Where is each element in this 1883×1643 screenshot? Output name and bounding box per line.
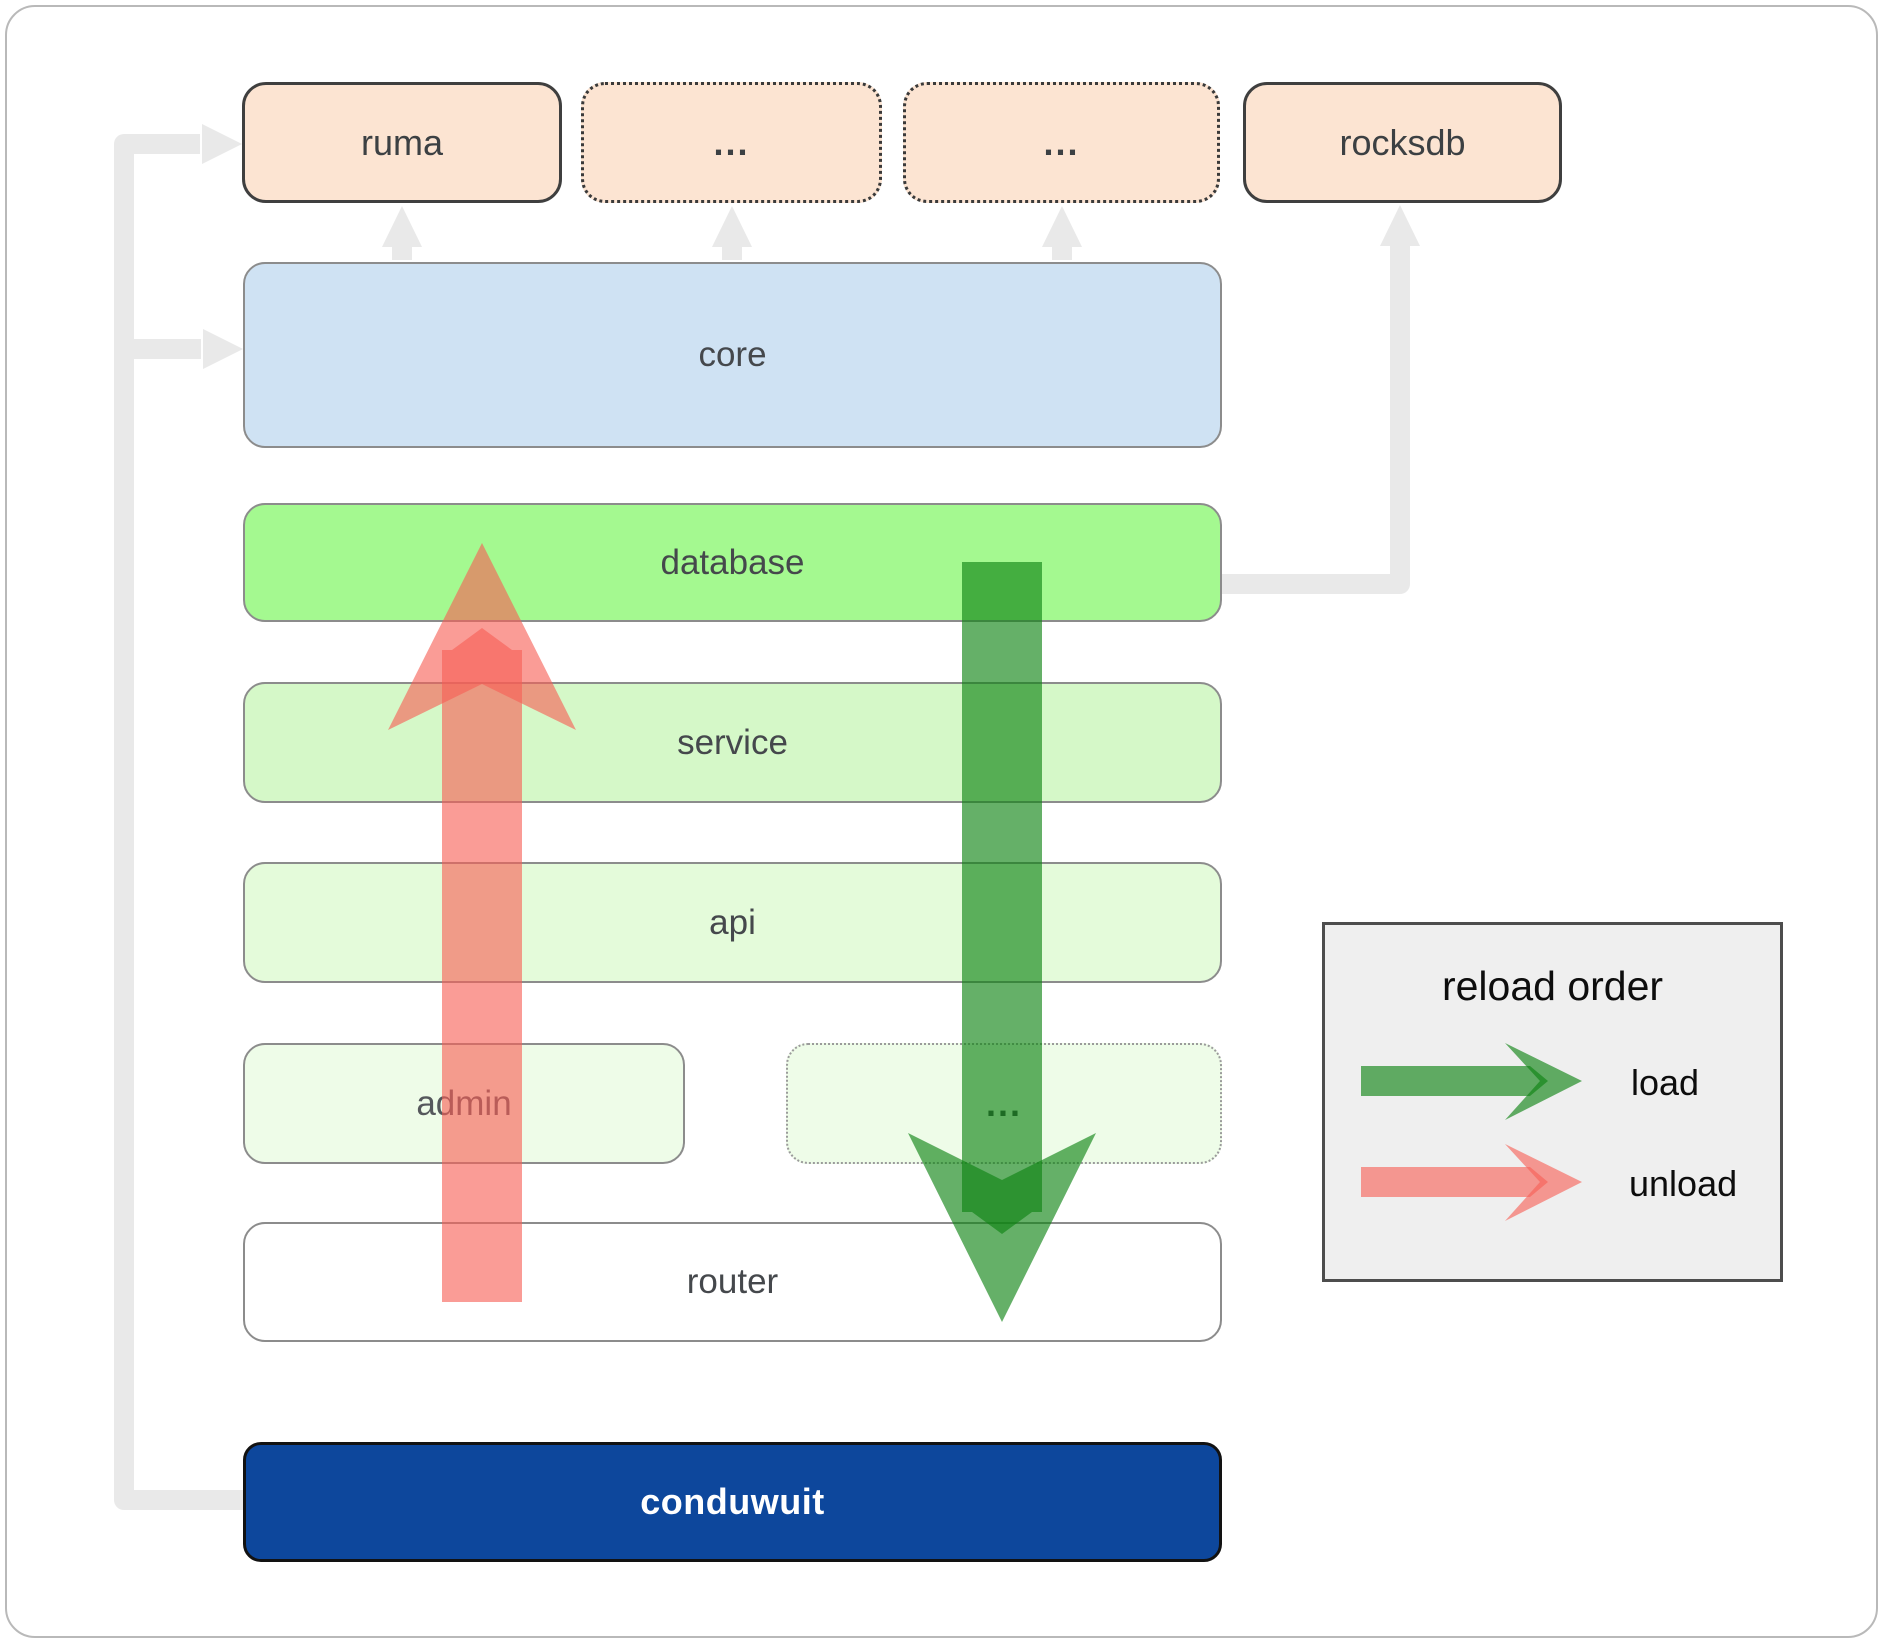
layer-service: service (243, 682, 1222, 803)
node-admin-label: admin (416, 1083, 512, 1123)
layer-core-label: core (698, 335, 767, 374)
node-admin: admin (243, 1043, 685, 1164)
arrowhead-up-ellipsis2-icon (1042, 206, 1082, 247)
node-rocksdb: rocksdb (1243, 82, 1562, 203)
legend-reload-order: reload order load unload (1322, 922, 1783, 1282)
layer-api: api (243, 862, 1222, 983)
arrowhead-up-ruma-icon (382, 206, 422, 247)
layer-database: database (243, 503, 1222, 622)
layer-service-label: service (677, 722, 788, 762)
layer-api-label: api (709, 902, 756, 942)
legend-title: reload order (1441, 963, 1664, 1009)
connector-database-to-rocksdb (1222, 246, 1410, 594)
node-rocksdb-label: rocksdb (1339, 121, 1466, 163)
node-ellipsis-1: ... (581, 82, 882, 203)
layer-core: core (243, 262, 1222, 448)
node-ruma-label: ruma (360, 121, 444, 163)
node-ellipsis-2: ... (903, 82, 1220, 203)
arrowhead-into-core-icon (203, 329, 243, 369)
node-admin-ellipsis: ... (786, 1043, 1222, 1164)
layer-router-label: router (686, 1262, 779, 1301)
node-ellipsis-1-label: ... (713, 121, 750, 163)
arrowhead-into-ruma-icon (202, 124, 242, 164)
arrowhead-up-rocksdb-icon (1380, 205, 1420, 246)
node-conduwuit: conduwuit (243, 1442, 1222, 1562)
connector-conduwuit-to-ruma (114, 134, 243, 1510)
node-conduwuit-label: conduwuit (640, 1481, 825, 1522)
legend-unload-label: unload (1629, 1163, 1738, 1204)
node-admin-ellipsis-label: ... (985, 1082, 1022, 1124)
arrowhead-up-ellipsis1-icon (712, 206, 752, 247)
node-ellipsis-2-label: ... (1043, 121, 1080, 163)
layer-router: router (243, 1222, 1222, 1342)
legend-load-label: load (1631, 1062, 1700, 1103)
layer-database-label: database (660, 542, 805, 582)
node-ruma: ruma (242, 82, 562, 203)
